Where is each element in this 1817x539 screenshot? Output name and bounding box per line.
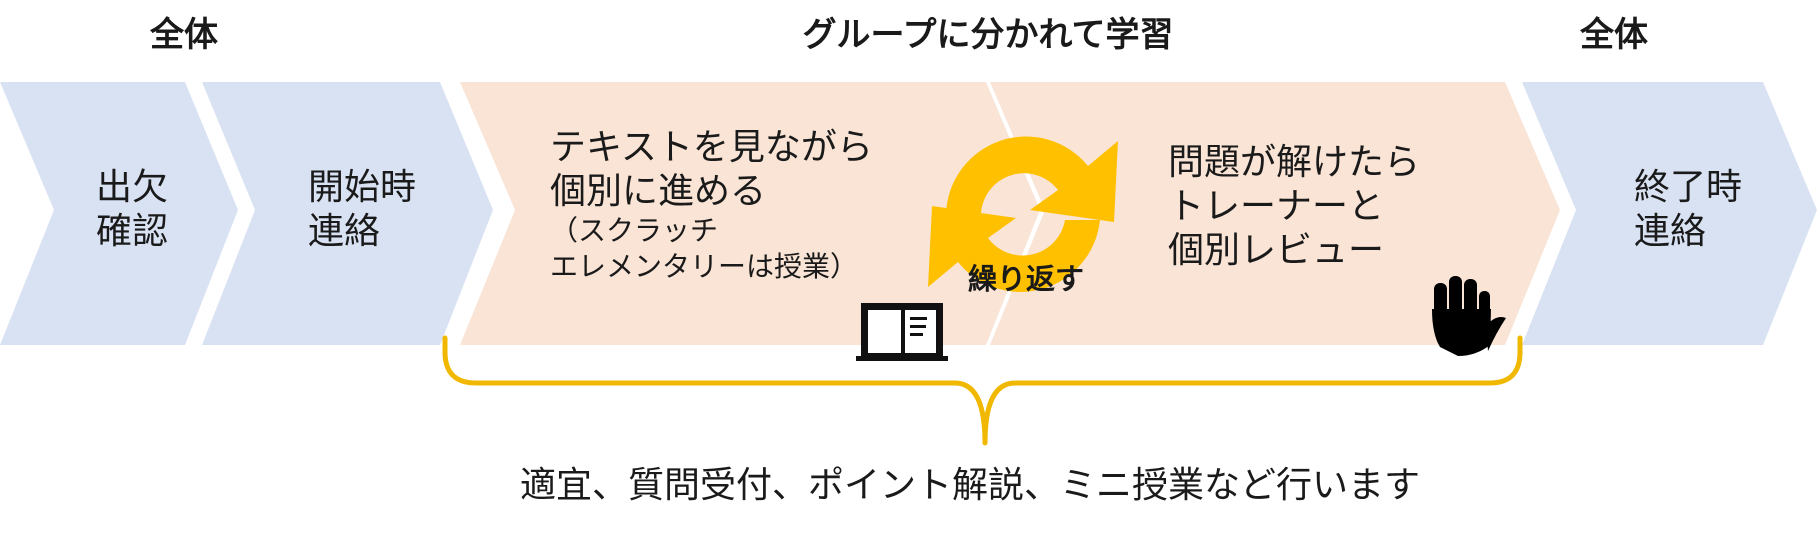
chevrons — [0, 82, 1817, 345]
step-label-attendance: 出欠 確認 — [96, 167, 169, 252]
step-label-start-notice: 開始時 連絡 — [308, 167, 417, 252]
step-label-text-study: テキストを見ながら 個別に進める — [550, 127, 873, 212]
book-icon — [856, 303, 948, 361]
repeat-label: 繰り返す — [968, 262, 1085, 296]
step-sublabel-scratch: （スクラッチ エレメンタリーは授業） — [550, 214, 859, 283]
chevron-end-notice — [1522, 82, 1817, 345]
step-label-trainer-review: 問題が解けたら トレーナーと 個別レビュー — [1168, 142, 1421, 271]
repeat-arrows-icon — [928, 136, 1118, 292]
chevron-trainer-review — [990, 82, 1560, 345]
footer-note: 適宜、質問受付、ポイント解説、ミニ授業など行います — [520, 465, 1421, 506]
bracket-brace — [442, 335, 1523, 446]
step-label-end-notice: 終了時 連絡 — [1634, 167, 1743, 252]
header-left: 全体 — [150, 15, 218, 55]
hand-icon — [1432, 276, 1506, 356]
chevron-start-notice — [202, 82, 493, 345]
repeat-arrow-bottom — [928, 206, 1100, 292]
header-right: 全体 — [1580, 15, 1648, 55]
header-center: グループに分かれて学習 — [802, 15, 1174, 55]
chevron-attendance-check — [0, 82, 238, 345]
repeat-arrow-top — [946, 136, 1118, 222]
chevron-text-study — [460, 82, 1040, 345]
